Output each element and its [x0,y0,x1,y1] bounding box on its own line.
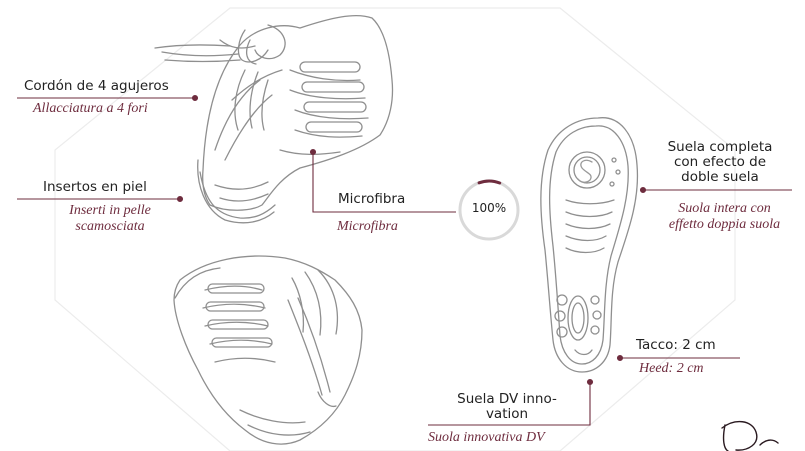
dv-label-it: Suola innovativa DV [428,430,598,446]
leather-label-it-line1: Inserti in pelle [40,203,180,219]
sole-label-es-line2: con efecto de [650,155,790,170]
lacing-label-it: Allacciatura a 4 fori [33,101,213,117]
dv-label-es-line2: vation [437,407,577,422]
sole-label-it-line1: Suola intera con [652,201,797,217]
heel-label-es: Tacco: 2 cm [636,338,746,353]
badge-percent-text: 100% [460,201,518,215]
leader-sole-dot [641,188,646,193]
leader-microfiber-dot [311,150,316,155]
leather-label-it-line2: scamosciata [40,219,180,235]
sole-label-es-line3: doble suela [650,170,790,185]
leader-leather-dot [178,197,183,202]
heel-label-it: Heed: 2 cm [639,361,749,377]
bottom-sneaker-illustration [174,256,362,444]
sole-label-es-line1: Suela completa [650,140,790,155]
leader-dv-dot [588,380,593,385]
leather-label-es: Insertos en piel [43,180,183,195]
microfiber-label-es: Microfibra [338,192,438,207]
leader-heel-dot [618,356,623,361]
sole-label-it-line2: effetto doppia suola [652,217,797,233]
microfiber-label-it: Microfibra [337,219,437,235]
signature-logo [722,422,778,451]
lacing-label-es: Cordón de 4 agujeros [24,79,204,94]
leader-lacing-dot [193,96,198,101]
dv-label-es-line1: Suela DV inno- [437,392,577,407]
sole-illustration [541,118,638,372]
